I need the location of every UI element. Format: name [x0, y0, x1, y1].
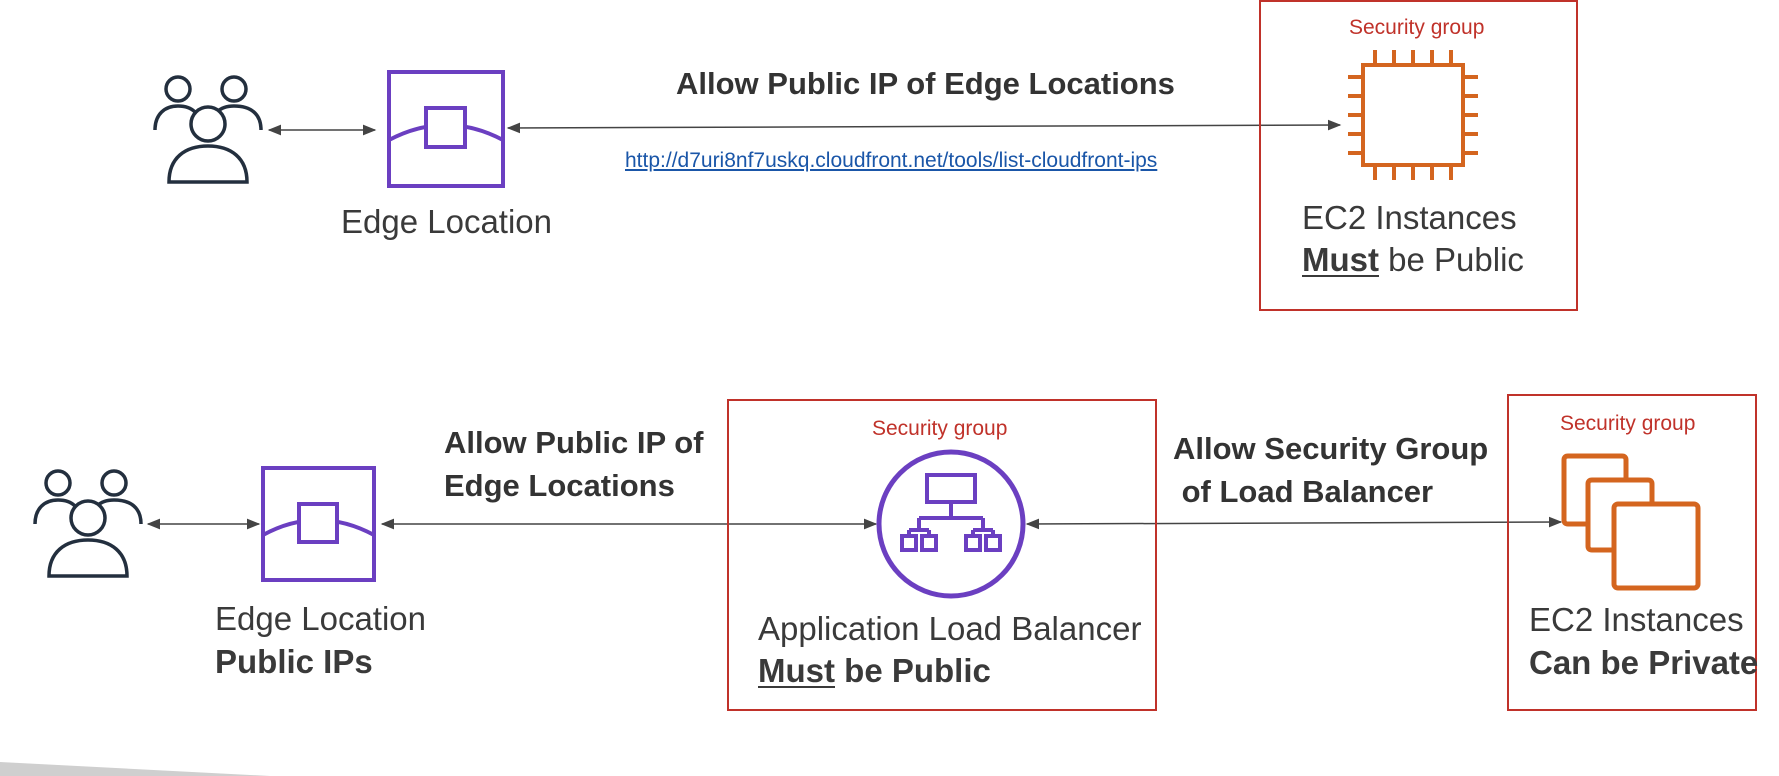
public-ips-label: Public IPs: [215, 643, 373, 680]
security-group-label: Security group: [1349, 16, 1485, 39]
security-group-box-top-ec2: [1259, 0, 1578, 311]
decorative-footer-wedge: [0, 762, 270, 776]
alb-ec2-arrow-label-line2: of Load Balancer: [1173, 474, 1434, 509]
users-icon: [153, 75, 263, 184]
alb-public-requirement: Must be Public: [758, 649, 991, 692]
edge-alb-arrow-label-line2: Edge Locations: [444, 468, 675, 503]
ec2-instances-icon: [1561, 453, 1701, 591]
ec2-instance-icon: [1348, 50, 1478, 180]
security-group-box-alb: [727, 399, 1157, 711]
top-arrow-label: Allow Public IP of Edge Locations: [676, 66, 1175, 101]
be-public-text: be Public: [1379, 241, 1524, 278]
ec2-security-group-label: Security group: [1560, 412, 1696, 435]
ec2-private-label: Can be Private: [1529, 644, 1759, 681]
alb-ec2-arrow-label-line1: Allow Security Group: [1173, 431, 1489, 466]
application-load-balancer-icon: [876, 449, 1026, 599]
edge-location-label: Edge Location: [215, 600, 427, 637]
security-group-box-bottom-ec2: [1507, 394, 1757, 711]
edge-location-label: Edge Location: [341, 203, 553, 240]
be-public-text: be Public: [835, 652, 991, 689]
ec2-instances-label: EC2 Instances: [1302, 199, 1517, 236]
edge-location-icon: [261, 466, 376, 582]
must-emphasis: Must: [1302, 241, 1379, 278]
ec2-public-requirement: Must be Public: [1302, 238, 1524, 281]
ec2-instances-label: EC2 Instances: [1529, 601, 1744, 638]
edge-location-icon: [387, 70, 505, 188]
alb-ec2-arrow: [1025, 516, 1563, 530]
alb-security-group-label: Security group: [872, 417, 1008, 440]
edge-ec2-arrow-top: [506, 119, 1342, 134]
alb-label: Application Load Balancer: [758, 610, 1142, 647]
users-icon: [33, 469, 143, 578]
must-emphasis: Must: [758, 652, 835, 689]
edge-alb-arrow-label-line1: Allow Public IP of: [444, 425, 704, 460]
cloudfront-ips-link[interactable]: http://d7uri8nf7uskq.cloudfront.net/tool…: [625, 149, 1158, 172]
